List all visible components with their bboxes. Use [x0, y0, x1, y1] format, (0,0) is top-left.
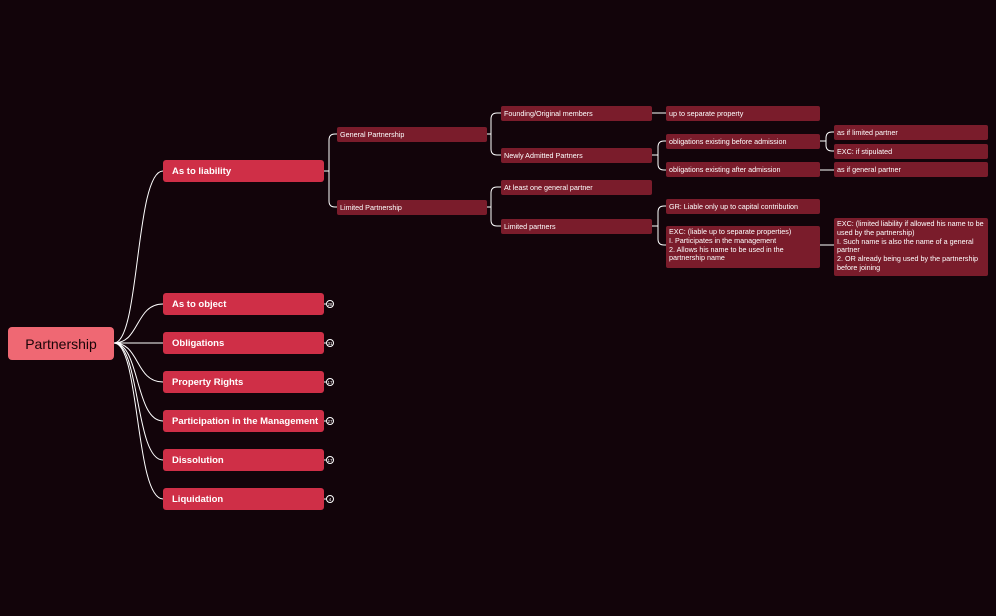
collapsed-count-badge[interactable]: 27 — [326, 417, 334, 425]
node-exc-if-stipulated[interactable]: EXC: if stipulated — [834, 144, 988, 159]
node-label: Limited Partnership — [340, 203, 402, 212]
link-root-participation — [113, 342, 164, 422]
count-value: 17 — [327, 379, 333, 385]
node-exc-limited-liability-name[interactable]: EXC: (limited liability if allowed his n… — [834, 218, 988, 276]
link-limited-atleast — [487, 186, 501, 208]
node-founding-members[interactable]: Founding/Original members — [501, 106, 652, 121]
node-label: as if general partner — [837, 165, 901, 174]
node-label: Newly Admitted Partners — [504, 151, 583, 160]
node-label: EXC: (liable up to separate properties) … — [669, 227, 792, 263]
count-value: 4 — [328, 496, 332, 502]
link-newly-before — [652, 140, 666, 156]
node-participation-management[interactable]: Participation in the Management — [163, 410, 324, 432]
link-before-limited — [820, 131, 834, 142]
node-obligations-after-admission[interactable]: obligations existing after admission — [666, 162, 820, 177]
node-at-least-one-general-partner[interactable]: At least one general partner — [501, 180, 652, 195]
link-general-founding — [487, 112, 501, 135]
node-as-to-object[interactable]: As to object — [163, 293, 324, 315]
node-label: Dissolution — [172, 454, 224, 466]
node-as-to-liability[interactable]: As to liability — [163, 160, 324, 182]
link-liability-limited — [324, 170, 337, 208]
node-label: General Partnership — [340, 130, 405, 139]
link-newly-after — [652, 154, 666, 171]
link-root-object — [113, 303, 164, 344]
link-general-newly — [487, 133, 501, 156]
node-label: obligations existing before admission — [669, 137, 787, 146]
root-node-partnership[interactable]: Partnership — [8, 327, 114, 360]
link-before-stipulated — [820, 140, 834, 152]
node-label: Participation in the Management — [172, 415, 319, 427]
node-obligations[interactable]: Obligations — [163, 332, 324, 354]
node-as-if-limited-partner[interactable]: as if limited partner — [834, 125, 988, 140]
node-limited-partners[interactable]: Limited partners — [501, 219, 652, 234]
node-label: GR: Liable only up to capital contributi… — [669, 202, 799, 211]
collapsed-count-badge[interactable]: 17 — [326, 378, 334, 386]
node-label: As to object — [172, 298, 227, 310]
node-label: obligations existing after admission — [669, 165, 781, 174]
collapsed-count-badge[interactable]: 17 — [326, 456, 334, 464]
node-label: At least one general partner — [504, 183, 593, 192]
node-gr-capital-contribution[interactable]: GR: Liable only up to capital contributi… — [666, 199, 820, 214]
collapsed-count-badge[interactable]: 31 — [326, 339, 334, 347]
node-property-rights[interactable]: Property Rights — [163, 371, 324, 393]
link-partners-exc — [652, 225, 666, 246]
node-label: up to separate property — [669, 109, 744, 118]
count-value: 17 — [327, 457, 333, 463]
link-partners-gr — [652, 205, 666, 227]
link-limited-partners — [487, 206, 501, 227]
node-general-partnership[interactable]: General Partnership — [337, 127, 487, 142]
count-value: 28 — [327, 301, 333, 307]
link-root-property — [113, 342, 164, 383]
count-value: 31 — [327, 340, 333, 346]
link-root-liquidation — [113, 342, 164, 500]
collapsed-count-badge[interactable]: 4 — [326, 495, 334, 503]
root-label: Partnership — [25, 335, 97, 352]
node-liquidation[interactable]: Liquidation — [163, 488, 324, 510]
link-root-dissolution — [113, 342, 164, 461]
node-label: Liquidation — [172, 493, 224, 505]
node-label: Obligations — [172, 337, 225, 349]
node-label: EXC: if stipulated — [837, 147, 893, 156]
node-dissolution[interactable]: Dissolution — [163, 449, 324, 471]
node-as-if-general-partner[interactable]: as if general partner — [834, 162, 988, 177]
node-label: Property Rights — [172, 376, 244, 388]
node-label: as if limited partner — [837, 128, 898, 137]
node-exc-separate-properties[interactable]: EXC: (liable up to separate properties) … — [666, 226, 820, 268]
node-up-to-separate-property[interactable]: up to separate property — [666, 106, 820, 121]
count-value: 27 — [327, 418, 333, 424]
node-limited-partnership[interactable]: Limited Partnership — [337, 200, 487, 215]
link-liability-general — [324, 133, 337, 172]
node-obligations-before-admission[interactable]: obligations existing before admission — [666, 134, 820, 149]
node-label: As to liability — [172, 165, 232, 177]
node-newly-admitted-partners[interactable]: Newly Admitted Partners — [501, 148, 652, 163]
link-root-liability — [113, 170, 164, 344]
node-label: Limited partners — [504, 222, 556, 231]
node-label: EXC: (limited liability if allowed his n… — [837, 219, 984, 272]
node-label: Founding/Original members — [504, 109, 593, 118]
collapsed-count-badge[interactable]: 28 — [326, 300, 334, 308]
